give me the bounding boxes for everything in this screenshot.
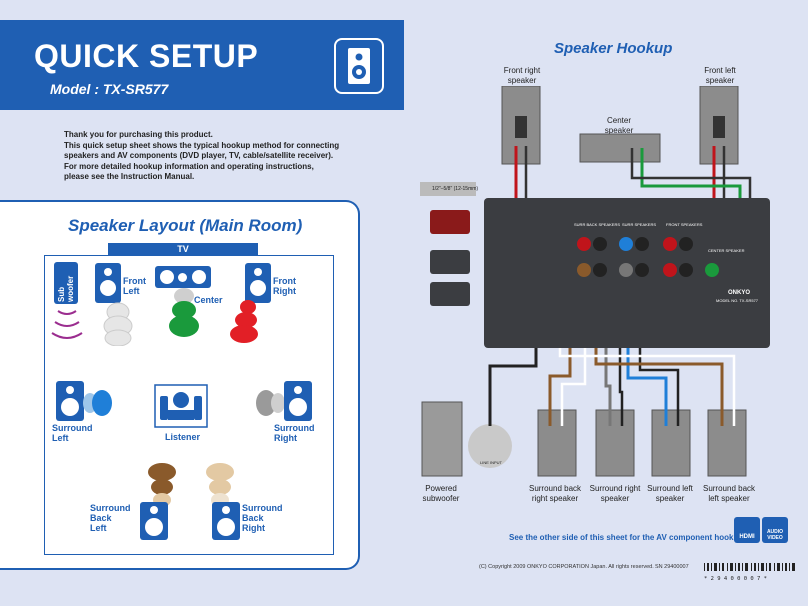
- intro-line: please see the Instruction Manual.: [64, 172, 195, 181]
- listener-label: Listener: [165, 432, 201, 442]
- front-right-speaker-icon: [245, 263, 271, 303]
- tv-label: TV: [108, 243, 258, 255]
- terminal-front-label: FRONT SPEAKERS: [666, 222, 703, 227]
- surround-left-speaker-icon: [56, 381, 84, 421]
- subwoofer-label: Sub woofer: [57, 268, 75, 302]
- center-wave-icon: [169, 288, 199, 337]
- copyright-text: (C) Copyright 2009 ONKYO CORPORATION Jap…: [479, 564, 654, 570]
- speaker-terminals: [574, 232, 724, 288]
- front-right-wave-icon: [230, 300, 258, 343]
- surround-back-right-speaker-icon: [212, 502, 240, 540]
- center-speaker-icon: [155, 266, 211, 288]
- surround-left-wave-icon: [83, 390, 112, 416]
- speaker-layout-title: Speaker Layout (Main Room): [68, 216, 303, 235]
- listener-icon: [154, 384, 208, 428]
- speaker-hookup-title: Speaker Hookup: [554, 40, 673, 57]
- terminal-surr-label: SURR SPEAKERS: [622, 222, 657, 227]
- serial-number: SN 29400007: [655, 564, 689, 570]
- subwoofer-label-line: Sub: [57, 286, 66, 302]
- intro-line: Thank you for purchasing this product.: [64, 130, 213, 139]
- barcode: * 2 9 4 0 0 0 0 7 *: [704, 558, 798, 582]
- room-outline: [44, 255, 334, 555]
- wire-strip-note: 1/2"–5/8" (12-15mm): [432, 186, 479, 192]
- page-title: QUICK SETUP: [34, 38, 259, 74]
- terminal-surr-back-label: SURR BACK SPEAKERS: [574, 222, 621, 227]
- center-label: Center: [194, 295, 223, 305]
- intro-line: speakers and AV components (DVD player, …: [64, 151, 334, 160]
- intro-text: Thank you for purchasing this product. T…: [64, 130, 374, 183]
- terminal-center-label: CENTER SPEAKER: [708, 248, 745, 253]
- speaker-icon: [334, 38, 384, 94]
- intro-line: This quick setup sheet shows the typical…: [64, 140, 340, 150]
- other-side-note: See the other side of this sheet for the…: [509, 533, 746, 542]
- hdmi-badge: HDMI: [734, 517, 760, 543]
- subwoofer-icon: [54, 262, 78, 304]
- front-left-speaker-icon: [95, 263, 121, 303]
- front-left-wave-icon: [103, 302, 133, 346]
- bass-waves-icon: [51, 310, 83, 339]
- surround-right-wave-icon: [256, 390, 285, 416]
- surround-back-left-speaker-icon: [140, 502, 168, 540]
- barcode-text: * 2 9 4 0 0 0 0 7 *: [704, 576, 767, 582]
- surround-right-speaker-icon: [284, 381, 312, 421]
- header-banner: [0, 20, 404, 110]
- line-input-label: LINE INPUT: [480, 460, 503, 465]
- subwoofer-label-line: woofer: [66, 275, 75, 302]
- receiver-brand: ONKYO: [728, 290, 751, 296]
- receiver-model: MODEL NO. TX-SR577: [716, 298, 759, 303]
- model-label: Model : TX-SR577: [50, 81, 169, 97]
- intro-line: For more detailed hookup information and…: [64, 161, 314, 171]
